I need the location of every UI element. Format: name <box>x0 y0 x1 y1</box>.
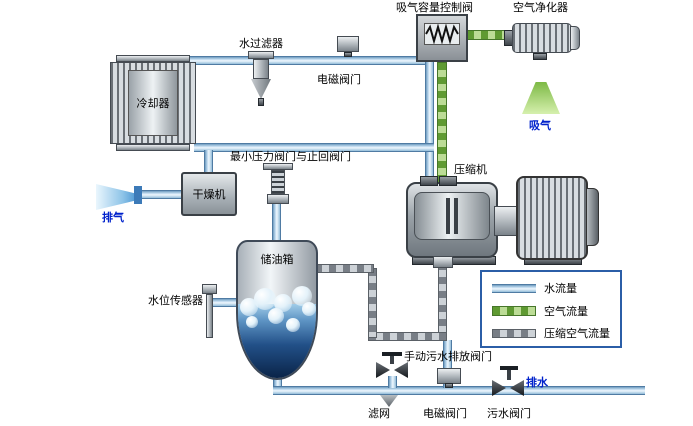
water-filter-label: 水过滤器 <box>239 37 283 50</box>
bubble <box>286 318 300 332</box>
intake-label: 吸气 <box>529 119 551 132</box>
pipe-valve-to-tank <box>272 204 281 244</box>
oil-tank-shell <box>236 240 318 380</box>
pipe-air-intake-line <box>437 62 447 186</box>
pipe-compressed-air-down <box>438 262 447 340</box>
min-pressure-valve-base <box>267 194 289 204</box>
compressor-motor <box>516 176 588 260</box>
bottom-solenoid-valve-body <box>437 368 461 384</box>
cooler: 冷却器 <box>128 70 178 136</box>
pipe-tank-drain <box>273 372 282 390</box>
sewage-valve-handle-stem <box>507 370 511 380</box>
cooler-bottom-cap <box>116 144 190 151</box>
legend-water-swatch <box>492 284 536 293</box>
compressor-slot-2 <box>454 198 458 234</box>
bubble <box>268 308 284 324</box>
pipe-manual-valve-stem <box>388 376 397 388</box>
intake-cone <box>522 82 560 114</box>
air-purifier-label: 空气净化器 <box>513 1 568 14</box>
legend-air-label: 空气流量 <box>544 305 588 318</box>
water-level-sensor-head <box>202 284 217 294</box>
pipe-compressor-drain <box>443 340 452 388</box>
sewage-valve-handle <box>500 366 518 370</box>
compressor-motor-cap <box>586 188 599 246</box>
pipe-compressed-air-up <box>368 268 377 338</box>
pipe-dryer-feed <box>204 150 213 172</box>
compressor-slot-1 <box>446 198 450 234</box>
exhaust-cone <box>96 184 134 210</box>
bubble <box>302 302 316 316</box>
manual-drain-valve-handle-stem <box>390 356 394 364</box>
dryer: 干燥机 <box>181 172 237 216</box>
bubble <box>254 288 276 310</box>
manual-drain-valve-label: 手动污水排放阀门 <box>404 350 492 363</box>
pipe-mid-water <box>194 143 434 152</box>
bubble <box>274 294 292 312</box>
oil-tank-label: 储油箱 <box>260 253 294 266</box>
drain-label: 排水 <box>526 376 548 389</box>
pipe-sensor-connector <box>213 298 238 307</box>
min-pressure-valve-spring <box>271 170 285 194</box>
min-pressure-valve-top <box>263 163 293 170</box>
compressor-airend-cover <box>414 192 490 240</box>
bubble <box>240 298 258 316</box>
dryer-label: 干燥机 <box>192 188 226 201</box>
cooler-top-cap <box>116 55 190 62</box>
compressor-drain-fitting <box>433 256 453 268</box>
sewage-valve-label: 污水阀门 <box>487 407 531 420</box>
top-solenoid-valve-body <box>337 36 359 52</box>
bottom-solenoid-valve-stem <box>445 383 453 388</box>
water-filter-funnel <box>251 79 271 99</box>
top-solenoid-valve-label: 电磁阀门 <box>317 73 361 86</box>
legend: 水流量 空气流量 压缩空气流量 <box>480 270 622 348</box>
water-level-sensor-label: 水位传感器 <box>148 294 203 307</box>
intake-capacity-control-valve-label: 吸气容量控制阀 <box>396 1 473 14</box>
air-purifier-nozzle <box>533 53 547 60</box>
bubble <box>246 316 258 328</box>
oil-tank: 储油箱 <box>236 240 318 380</box>
water-filter-flange <box>248 51 274 59</box>
bottom-solenoid-valve-label: 电磁阀门 <box>423 407 467 420</box>
strainer-body <box>380 395 398 407</box>
legend-air-swatch <box>492 306 536 316</box>
compressor-coupling <box>494 206 518 236</box>
exhaust-label: 排气 <box>102 211 124 224</box>
pipe-exhaust <box>138 190 184 199</box>
spring-icon <box>425 23 459 45</box>
water-filter-tip <box>258 98 264 106</box>
intake-capacity-control-valve-window <box>424 23 460 45</box>
legend-compressed-air-label: 压缩空气流量 <box>544 327 610 340</box>
legend-water-label: 水流量 <box>544 282 577 295</box>
air-purifier-end-cap <box>570 26 580 50</box>
exhaust-nozzle <box>134 186 142 204</box>
min-pressure-check-valve-label: 最小压力阀门与止回阀门 <box>230 150 351 163</box>
compressor-air-port <box>439 176 457 186</box>
bubble <box>292 286 312 306</box>
strainer-label: 滤网 <box>368 407 390 420</box>
compressor-water-port <box>420 176 438 186</box>
manual-drain-valve-handle <box>382 352 402 356</box>
water-filter-cup <box>253 59 269 79</box>
legend-compressed-air-swatch <box>492 329 536 338</box>
air-purifier-body <box>512 23 572 53</box>
pipe-water-to-compressor <box>425 56 434 185</box>
pipe-top-water <box>150 56 434 65</box>
compressor-label: 压缩机 <box>454 163 487 176</box>
pipe-compressed-air-to-tank <box>314 264 374 273</box>
top-solenoid-valve-stem <box>344 52 352 57</box>
water-level-sensor-rod <box>206 294 213 338</box>
cooler-label: 冷却器 <box>136 97 170 110</box>
pipe-main-drain <box>273 386 645 395</box>
pipe-compressed-air-horizontal <box>368 332 447 341</box>
